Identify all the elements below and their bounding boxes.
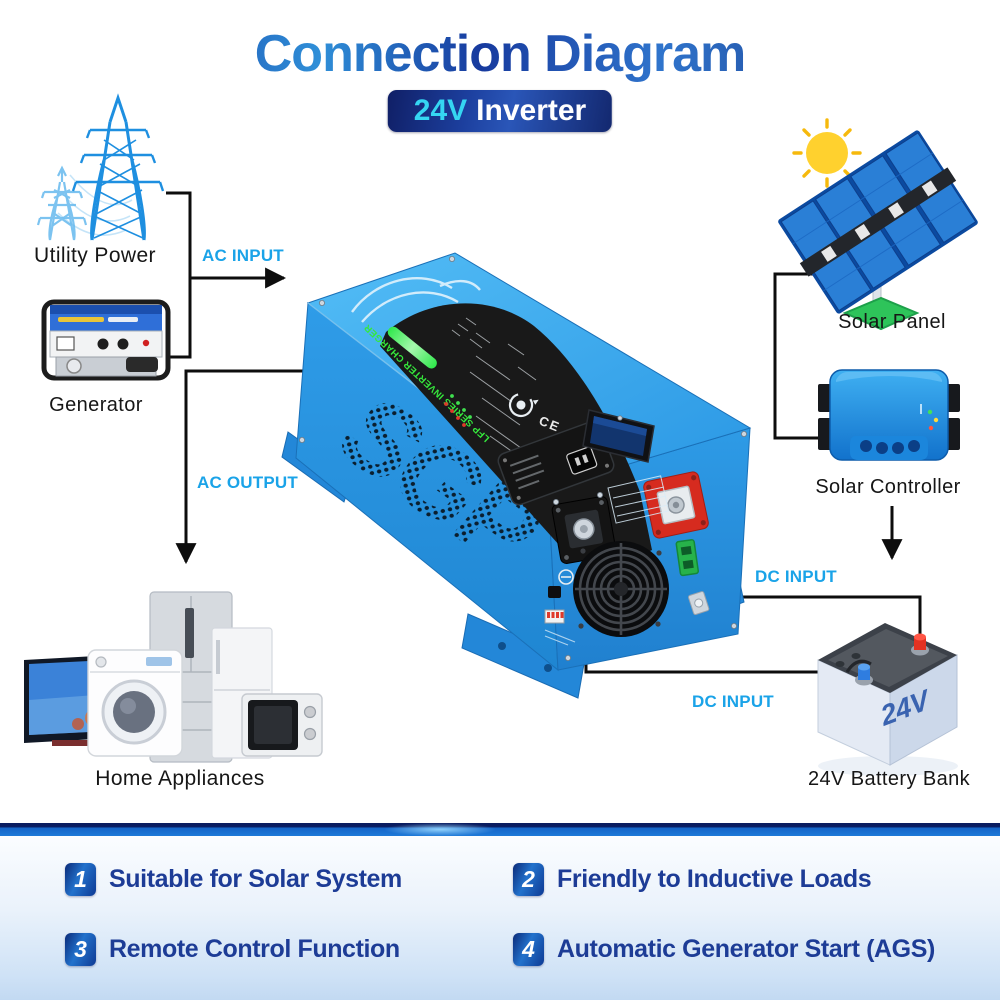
battery-bank-label: 24V Battery Bank: [807, 768, 971, 790]
feature-2-label: Friendly to Inductive Loads: [557, 864, 872, 893]
dial-icon: [508, 392, 539, 418]
home-appliances-label: Home Appliances: [95, 767, 265, 790]
utility-power-icon: [36, 93, 165, 241]
ac-output-label: AC OUTPUT: [197, 473, 298, 492]
stripe-glint: [385, 823, 495, 836]
wire-ac-output-arrow: [175, 369, 303, 565]
feature-4-number: 4: [513, 932, 544, 966]
badge-text: Inverter: [476, 94, 587, 127]
case-screws: [298, 255, 748, 662]
feature-item-3: 3 Remote Control Function: [65, 932, 400, 966]
brand-swirl-icon: [351, 277, 481, 323]
solar-panel-icon: [778, 118, 978, 331]
dip-switch: [544, 609, 565, 624]
utility-power-label: Utility Power: [34, 244, 156, 267]
positive-terminal: [643, 471, 709, 539]
generator-label: Generator: [49, 394, 143, 416]
sun-icon: [792, 118, 862, 188]
inverter-product: SGP LFP SERIES INVERTER CHARGER: [281, 252, 752, 699]
battery-icon: 24V: [817, 623, 958, 776]
ac-input-label: AC INPUT: [202, 246, 284, 265]
dc-input-negative-label: DC INPUT: [692, 692, 774, 711]
generator-icon: [41, 299, 171, 381]
feature-item-1: 1 Suitable for Solar System: [65, 862, 402, 896]
feature-3-label: Remote Control Function: [109, 934, 400, 963]
wire-panel-to-controller: [773, 272, 818, 440]
solar-controller-icon: [818, 369, 960, 461]
feature-2-number: 2: [513, 862, 544, 896]
spec-label: [607, 475, 670, 524]
features-band: 1 Suitable for Solar System 2 Friendly t…: [0, 836, 1000, 1000]
home-appliances-icon: [24, 591, 323, 763]
inverter-lcd-display: [582, 409, 655, 463]
page-title: Connection Diagram: [0, 24, 1000, 84]
feature-4-label: Automatic Generator Start (AGS): [557, 934, 935, 963]
inverter-led-indicators: [444, 394, 472, 427]
cooling-fan: [573, 541, 669, 637]
solar-controller-label: Solar Controller: [815, 476, 961, 498]
feature-item-4: 4 Automatic Generator Start (AGS): [513, 932, 935, 966]
feature-1-label: Suitable for Solar System: [109, 864, 402, 893]
ground-symbol-icon: [558, 569, 574, 585]
wire-utility-generator: [166, 191, 192, 359]
connection-diagram: 24V SGP: [24, 93, 978, 776]
solar-panel-label: Solar Panel: [838, 311, 946, 333]
feature-3-number: 3: [65, 932, 96, 966]
feature-1-number: 1: [65, 862, 96, 896]
badge-voltage: 24V: [413, 94, 468, 127]
band-top-stripe: [0, 823, 1000, 836]
green-terminal-connector: [675, 539, 699, 577]
feature-item-2: 2 Friendly to Inductive Loads: [513, 862, 872, 896]
dc-input-positive-label: DC INPUT: [755, 567, 837, 586]
